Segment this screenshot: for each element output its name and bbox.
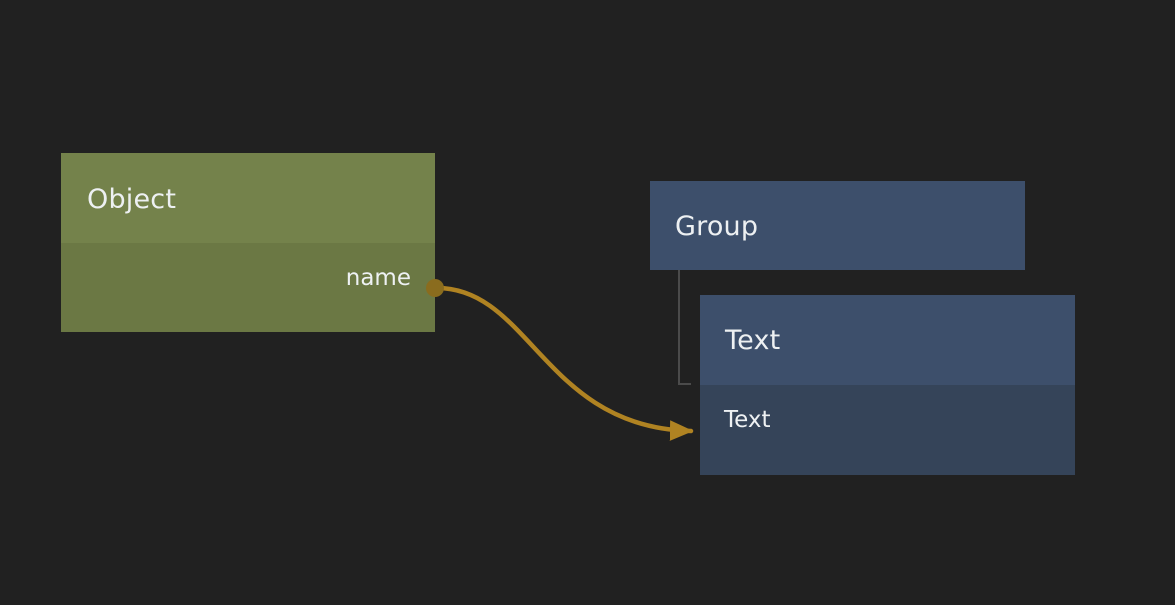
node-text-title: Text — [725, 325, 781, 356]
node-text-header[interactable]: Text — [700, 295, 1075, 385]
edge-object-name-to-text[interactable] — [434, 285, 694, 441]
port-row-text[interactable]: Text — [724, 407, 771, 433]
node-group-title: Group — [675, 210, 759, 242]
port-label-text: Text — [724, 407, 771, 433]
port-row-name[interactable]: name — [346, 265, 411, 291]
node-object-title: Object — [87, 183, 177, 215]
node-object-header[interactable]: Object — [61, 153, 435, 243]
node-group-header[interactable]: Group — [650, 181, 1025, 270]
node-object-body: name — [61, 243, 435, 332]
port-label-name: name — [345, 265, 411, 291]
node-text[interactable]: Text Text — [700, 295, 1075, 475]
node-object[interactable]: Object name — [61, 153, 435, 332]
node-group[interactable]: Group — [650, 181, 1025, 270]
output-socket-name[interactable] — [426, 279, 444, 297]
group-to-text-bracket — [678, 270, 691, 385]
node-text-body: Text — [700, 385, 1075, 475]
